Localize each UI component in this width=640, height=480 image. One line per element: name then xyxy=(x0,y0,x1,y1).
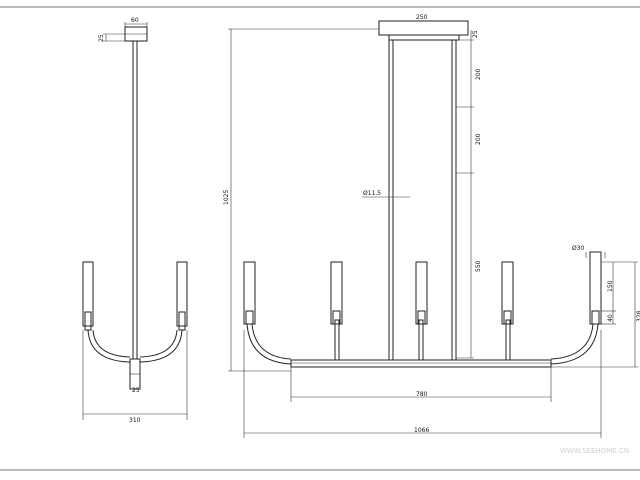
side-shade-right xyxy=(176,261,188,327)
front-bar-length-label: 780 xyxy=(416,391,428,398)
front-rod-left xyxy=(388,39,394,361)
front-arm-drop-label: 328 xyxy=(636,310,640,322)
side-rod xyxy=(132,40,138,360)
front-total-height-label: 1025 xyxy=(223,190,230,205)
side-canopy-height-label: 25 xyxy=(98,34,105,42)
side-hub-height-label: 25 xyxy=(132,387,140,394)
front-shade-diameter-label: Ø30 xyxy=(572,245,585,252)
side-total-width-label: 310 xyxy=(129,417,141,424)
front-total-width-label: 1066 xyxy=(414,427,429,434)
front-segment-middle-label: 200 xyxy=(475,133,482,145)
front-canopy xyxy=(378,20,469,36)
front-shade-height-label: 150 xyxy=(607,280,614,292)
front-rod-diameter-label: Ø11.5 xyxy=(363,190,381,197)
side-canopy-width-label: 60 xyxy=(131,17,139,24)
front-bar xyxy=(290,359,552,368)
front-canopy-width-label: 250 xyxy=(416,14,428,21)
side-view: 60 25 25 310 xyxy=(82,17,188,424)
front-rod-right xyxy=(451,39,457,361)
front-view: 250 1025 25 200 200 550 Ø11.5 Ø30 xyxy=(223,14,640,438)
front-segment-upper-label: 200 xyxy=(475,68,482,80)
front-segment-lower-label: 550 xyxy=(475,260,482,272)
side-shade-left xyxy=(82,261,94,327)
watermark: WWW.SEEHOME.CN xyxy=(560,447,629,455)
front-shade-base-label: 40 xyxy=(607,314,614,322)
front-top-offset-label: 25 xyxy=(472,30,479,38)
